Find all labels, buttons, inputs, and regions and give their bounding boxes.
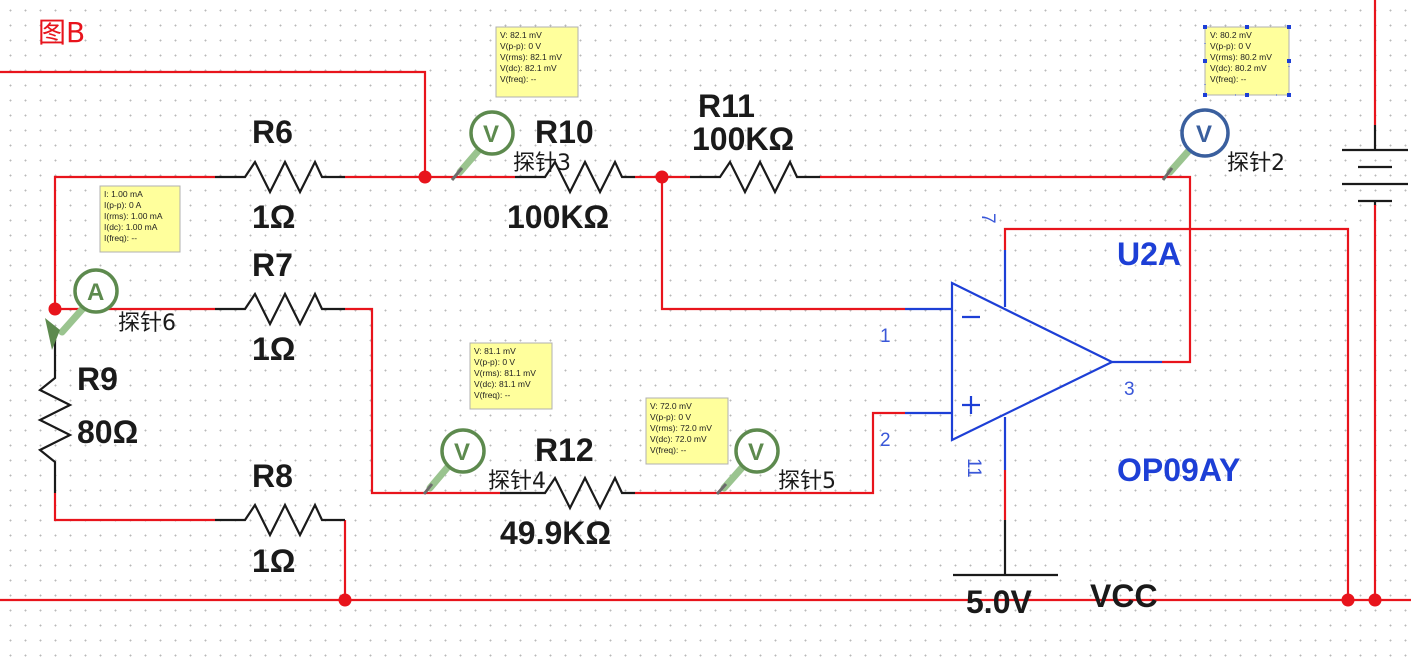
probe-3-label: 探针3	[513, 151, 571, 176]
opamp-pin-11: 11	[963, 458, 984, 478]
probe-5-reading: V: 72.0 mV	[650, 401, 692, 411]
probe-6-reading: I(rms): 1.00 mA	[104, 211, 163, 221]
r10-ref-label: R10	[535, 114, 594, 150]
supply-voltage-label: 5.0V	[966, 584, 1032, 620]
probe-2-v-icon: V	[1196, 121, 1212, 148]
probe-3-reading: V(freq): --	[500, 74, 537, 84]
resistor-r8[interactable]: R8 1Ω	[215, 458, 345, 579]
resistor-r11[interactable]: R11 100KΩ	[690, 88, 820, 195]
r11-ref-label: R11	[698, 88, 755, 124]
probe-6-reading: I: 1.00 mA	[104, 189, 143, 199]
probe-5-reading: V(rms): 72.0 mV	[650, 423, 712, 433]
battery-icon[interactable]	[1342, 125, 1408, 205]
probe-3-reading: V(rms): 82.1 mV	[500, 52, 562, 62]
probe-4-reading: V: 81.1 mV	[474, 346, 516, 356]
opamp-pin-2: 2	[880, 430, 891, 451]
probe-2-reading: V(dc): 80.2 mV	[1210, 63, 1267, 73]
probe-6-label: 探针6	[118, 311, 176, 336]
r12-ref-label: R12	[535, 432, 594, 468]
resistor-r10[interactable]: R10 100KΩ	[507, 114, 635, 235]
figure-label: 图B	[38, 16, 85, 49]
vcc-supply[interactable]: 5.0V VCC	[953, 520, 1158, 620]
wires	[0, 0, 1411, 602]
probe-3-reading: V(dc): 82.1 mV	[500, 63, 557, 73]
resistor-r12[interactable]: R12 49.9KΩ	[500, 432, 635, 551]
probe-6[interactable]: A 探针6	[45, 268, 176, 350]
probe-2[interactable]: V 探针2	[1161, 108, 1285, 181]
probe-6-readout: I: 1.00 mA I(p-p): 0 A I(rms): 1.00 mA I…	[99, 185, 181, 253]
opamp-pin-1: 1	[880, 326, 891, 347]
probe-3-reading: V(p-p): 0 V	[500, 41, 541, 51]
probe-6-reading: I(p-p): 0 A	[104, 200, 142, 210]
opamp-pin-7: 7	[977, 213, 998, 224]
probe-5-readout: V: 72.0 mV V(p-p): 0 V V(rms): 72.0 mV V…	[645, 397, 729, 465]
probe-5-reading: V(p-p): 0 V	[650, 412, 691, 422]
opamp-u2a[interactable]: 1 2 3 7 11 U2A OP09AY	[880, 213, 1240, 488]
r7-value-label: 1Ω	[252, 331, 295, 367]
resistor-r9[interactable]: R9 80Ω	[37, 330, 138, 493]
probe-3[interactable]: V 探针3	[450, 110, 571, 181]
probe-4[interactable]: V 探针4	[422, 428, 546, 495]
probe-4-reading: V(dc): 81.1 mV	[474, 379, 531, 389]
r11-value-label: 100KΩ	[692, 121, 794, 157]
probe-5-reading: V(dc): 72.0 mV	[650, 434, 707, 444]
probe-5-reading: V(freq): --	[650, 445, 687, 455]
probe-2-readout[interactable]: V: 80.2 mV V(p-p): 0 V V(rms): 80.2 mV V…	[1203, 25, 1291, 97]
opamp-pin-3: 3	[1124, 379, 1135, 400]
r9-ref-label: R9	[77, 361, 118, 397]
resistor-r7[interactable]: R7 1Ω	[215, 247, 345, 367]
r8-ref-label: R8	[252, 458, 293, 494]
r10-value-label: 100KΩ	[507, 199, 609, 235]
probe-4-v-icon: V	[454, 439, 470, 466]
probe-6-a-icon: A	[87, 279, 104, 306]
probe-2-reading: V(p-p): 0 V	[1210, 41, 1251, 51]
r6-ref-label: R6	[252, 114, 293, 150]
probe-4-reading: V(rms): 81.1 mV	[474, 368, 536, 378]
r12-value-label: 49.9KΩ	[500, 515, 611, 551]
resistor-r6[interactable]: R6 1Ω	[215, 114, 345, 235]
junction-dots	[48, 170, 1382, 607]
r9-value-label: 80Ω	[77, 414, 138, 450]
opamp-ref-label: U2A	[1117, 236, 1181, 272]
probe-4-reading: V(p-p): 0 V	[474, 357, 515, 367]
probe-3-readout: V: 82.1 mV V(p-p): 0 V V(rms): 82.1 mV V…	[495, 26, 579, 98]
probe-2-reading: V: 80.2 mV	[1210, 30, 1252, 40]
probe-2-reading: V(rms): 80.2 mV	[1210, 52, 1272, 62]
probe-5-label: 探针5	[778, 469, 836, 494]
probe-4-label: 探针4	[488, 469, 546, 494]
probe-4-reading: V(freq): --	[474, 390, 511, 400]
probe-4-readout: V: 81.1 mV V(p-p): 0 V V(rms): 81.1 mV V…	[469, 342, 553, 410]
r6-value-label: 1Ω	[252, 199, 295, 235]
probe-2-label: 探针2	[1227, 151, 1285, 176]
probe-6-reading: I(dc): 1.00 mA	[104, 222, 158, 232]
probe-5-v-icon: V	[748, 439, 764, 466]
probe-3-reading: V: 82.1 mV	[500, 30, 542, 40]
opamp-part-label: OP09AY	[1117, 452, 1240, 488]
probe-5[interactable]: V 探针5	[715, 428, 836, 496]
supply-name-label: VCC	[1090, 578, 1158, 614]
probe-6-reading: I(freq): --	[104, 233, 137, 243]
probe-3-v-icon: V	[483, 121, 499, 148]
probe-2-reading: V(freq): --	[1210, 74, 1247, 84]
r8-value-label: 1Ω	[252, 543, 295, 579]
r7-ref-label: R7	[252, 247, 293, 283]
